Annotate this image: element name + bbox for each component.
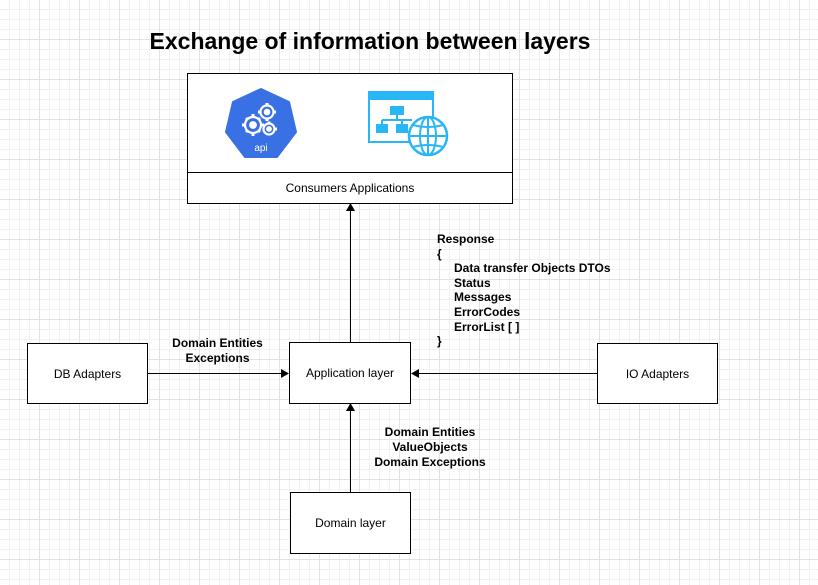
consumers-applications-node[interactable]: api Consumers Application [187,73,513,204]
edge-label-db-to-app: Domain Entities Exceptions [150,336,285,366]
application-layer-label: Application layer [305,366,395,380]
response-close-brace: } [437,334,442,349]
api-icon-text: api [254,143,267,154]
kubernetes-api-icon: api [225,88,297,158]
domain-layer-label: Domain layer [315,516,386,530]
io-adapters-label: IO Adapters [625,366,690,381]
arrowhead-db [281,369,289,378]
response-header: Response [437,232,495,246]
edge-label-line: Domain Entities [384,425,476,439]
db-adapters-label: DB Adapters [53,366,122,381]
response-item: Messages [454,290,512,305]
arrowhead-io [411,369,419,378]
arrowhead-consumers [346,203,355,211]
edge-label-line: ValueObjects [392,440,468,454]
domain-layer-node[interactable]: Domain layer [290,492,411,554]
io-adapters-node[interactable]: IO Adapters [597,343,718,404]
web-sitemap-globe-icon [368,91,449,157]
consumers-icons-area: api [188,74,512,172]
edge-label-line: Domain Entities [172,336,263,350]
response-item: Data transfer Objects DTOs [454,261,611,276]
db-adapters-node[interactable]: DB Adapters [27,343,148,404]
consumers-label: Consumers Applications [285,181,415,195]
arrowhead-domain [346,403,355,411]
consumers-divider [188,172,512,173]
response-item: ErrorCodes [454,304,521,319]
response-item: ErrorList [ ] [454,319,520,334]
edge-label-domain-to-app: Domain Entities ValueObjects Domain Exce… [365,425,495,470]
diagram-title: Exchange of information between layers [149,28,591,54]
edge-label-line: Exceptions [185,351,250,365]
response-open-brace: { [437,246,442,261]
edge-label-response: Response { Data transfer Objects DTOs St… [437,232,611,349]
edge-label-line: Domain Exceptions [374,455,486,469]
application-layer-node[interactable]: Application layer [289,342,411,404]
response-item: Status [454,275,491,290]
